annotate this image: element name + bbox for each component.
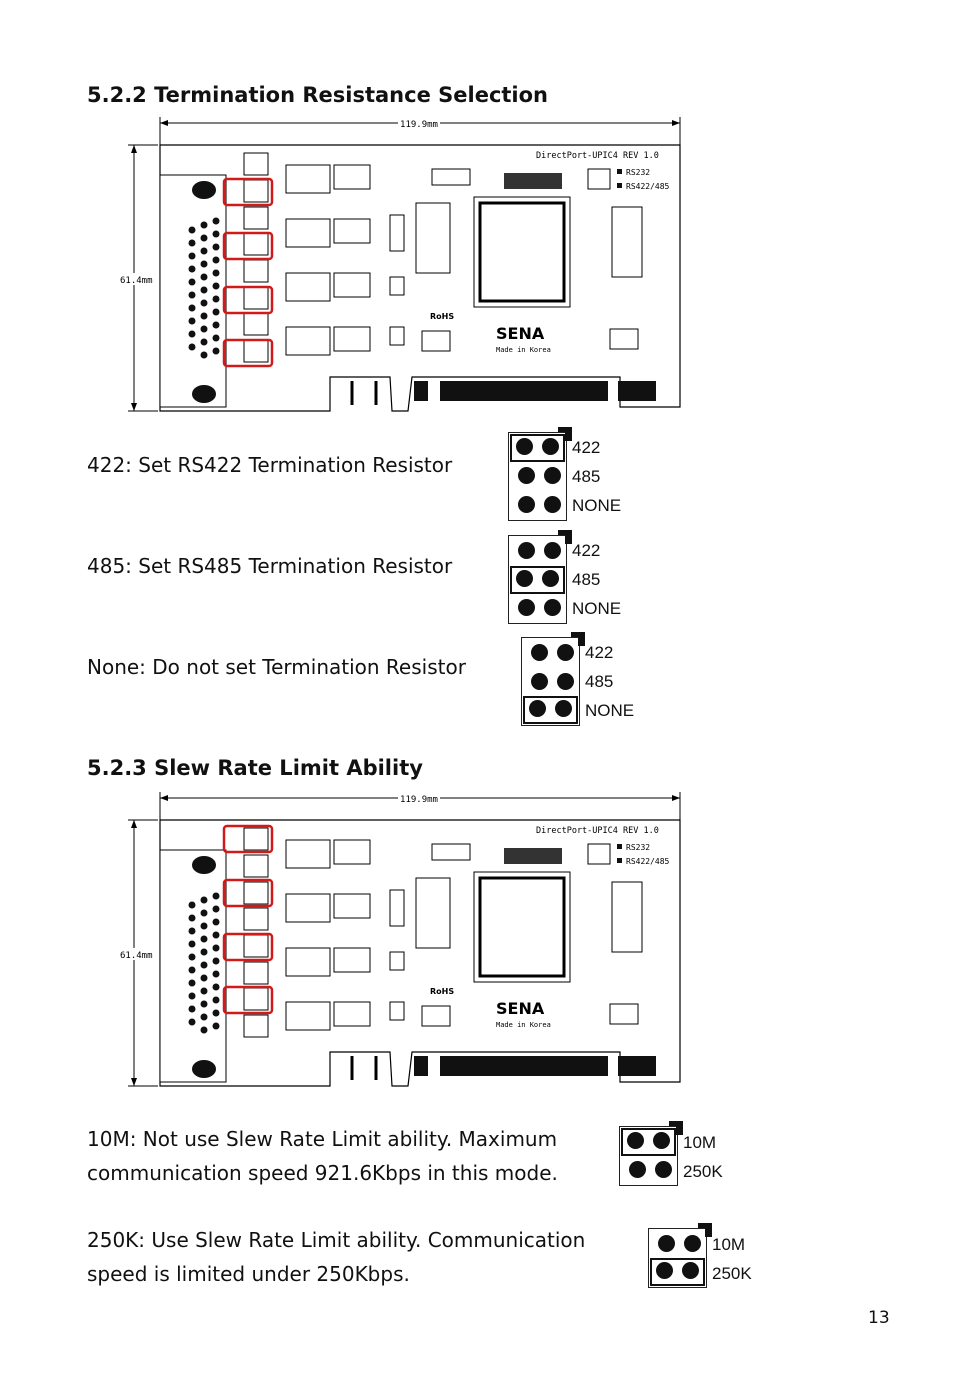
jumper-row-422 [510,434,565,462]
jumper-label: 485 [585,672,614,691]
jumper-label: NONE [585,701,635,720]
jumper-label: 422 [572,541,601,560]
rohs-mark: RoHS [430,987,454,996]
height-dimension-label: 61.4mm [120,951,153,961]
legend-rs232: RS232 [626,843,650,852]
jumper-row-485 [512,463,563,487]
jumper-row-422 [512,538,563,562]
jumper-row-422 [525,640,576,664]
board-title: DirectPort-UPIC4 REV 1.0 [536,826,659,836]
jumper-row-none [523,696,578,724]
width-dimension-label: 119.9mm [400,120,438,130]
option-text-250k-line2: speed is limited under 250Kbps. [87,1262,410,1286]
jumper-label: 422 [572,438,601,457]
jumper-diagram-10m [619,1121,683,1186]
made-in-label: Made in Korea [496,1021,551,1029]
jumper-label: NONE [572,599,622,618]
jumper-row-none [512,492,563,516]
rohs-mark: RoHS [430,312,454,321]
board-title: DirectPort-UPIC4 REV 1.0 [536,151,659,161]
jumper-label: NONE [572,496,622,515]
jumper-label: 10M [712,1235,746,1254]
jumper-diagram-250k [648,1223,712,1288]
option-text-422: 422: Set RS422 Termination Resistor [87,453,453,477]
option-text-none: None: Do not set Termination Resistor [87,655,466,679]
brand-logo: SENA [496,324,545,343]
pcb-figure-slew: 119.9mm 61.4mm [120,790,690,1090]
jumper-label: 10M [683,1133,717,1152]
jumper-row-485 [525,669,576,693]
jumper-row-10m [652,1231,703,1255]
legend-rs232: RS232 [626,168,650,177]
legend-rs422: RS422/485 [626,182,670,191]
option-text-250k-line1: 250K: Use Slew Rate Limit ability. Commu… [87,1228,586,1252]
section-heading-termination: 5.2.2 Termination Resistance Selection [87,83,549,107]
section-heading-slew: 5.2.3 Slew Rate Limit Ability [87,756,423,780]
page-number: 13 [868,1308,890,1328]
jumper-row-10m [621,1128,676,1156]
jumper-label: 485 [572,467,601,486]
pin1-marker [565,427,572,441]
jumper-label: 250K [683,1162,723,1181]
option-text-10m-line1: 10M: Not use Slew Rate Limit ability. Ma… [87,1127,558,1151]
jumper-diagram-485 [508,530,572,624]
jumper-row-250k [623,1157,674,1181]
width-dimension-label: 119.9mm [400,795,438,805]
jumper-label: 422 [585,643,614,662]
jumper-row-485 [510,566,565,594]
jumper-row-250k [650,1258,705,1286]
jumper-diagram-422 [508,427,572,521]
jumper-label: 485 [572,570,601,589]
jumper-row-none [512,595,563,619]
jumper-label: 250K [712,1264,752,1283]
legend-rs422: RS422/485 [626,857,670,866]
option-text-485: 485: Set RS485 Termination Resistor [87,554,453,578]
jumper-diagram-none [521,632,585,726]
pcb-figure-termination: 119.9mm 61.4mm [120,115,690,415]
pcb-drawing: 119.9mm 61.4mm [120,117,681,412]
height-dimension-label: 61.4mm [120,276,153,286]
option-text-10m-line2: communication speed 921.6Kbps in this mo… [87,1161,558,1185]
brand-logo: SENA [496,999,545,1018]
pcb-drawing: 119.9mm 61.4mm [120,792,681,1087]
made-in-label: Made in Korea [496,346,551,354]
